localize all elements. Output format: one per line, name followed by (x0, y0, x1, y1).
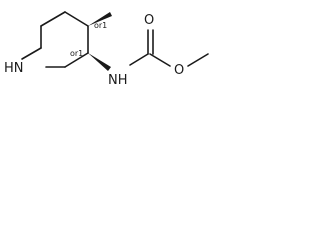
methyl-wedge-bond (88, 12, 112, 26)
bond-c4-c5 (64, 11, 89, 27)
stereo-label-c4: or1 (94, 21, 107, 30)
bond-n1-c2 (21, 47, 42, 60)
molecule-drawing: HN NH O O or1 or1 (4, 11, 209, 88)
structure-canvas: HN NH O O or1 or1 (0, 0, 230, 106)
bond-c3-c4 (40, 11, 66, 27)
bond-c6-c1 (64, 52, 89, 68)
stereo-label-c3: or1 (70, 49, 83, 58)
bond-nh-carbonyl-c (129, 53, 149, 66)
bond-carbonyl-c-ester-o (149, 53, 171, 67)
amide-nitrogen-label: NH (108, 73, 128, 88)
nh-wedge-bond (88, 53, 111, 71)
ring-nitrogen-label: HN (4, 61, 24, 76)
bond-ester-o-methyl (187, 53, 209, 67)
ester-oxygen-label: O (174, 63, 184, 78)
carbonyl-oxygen-label: O (144, 13, 154, 28)
